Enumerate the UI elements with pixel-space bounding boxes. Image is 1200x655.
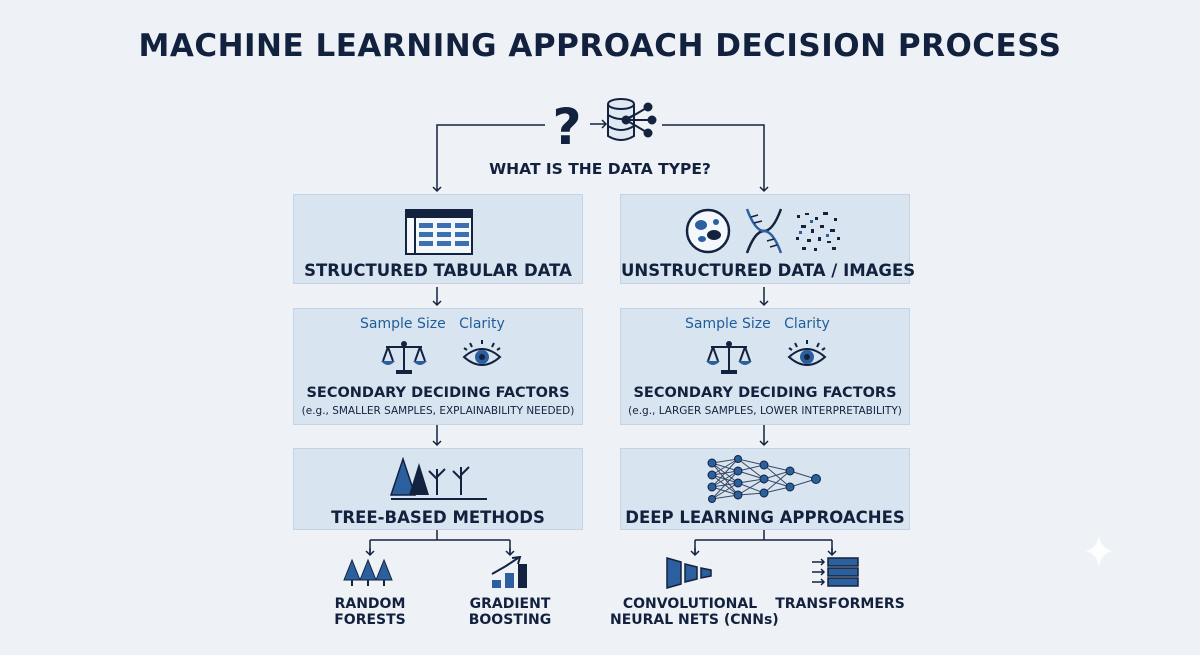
bar-growth-icon	[491, 556, 527, 588]
left-factors-note: (e.g., SMALLER SAMPLES, EXPLAINABILITY N…	[301, 405, 575, 417]
right-factors-title: SECONDARY DECIDING FACTORS	[633, 385, 897, 401]
left-sample-size-label: Sample Size	[360, 316, 446, 332]
unstructured-data-box: UNSTRUCTURED DATA / IMAGES	[620, 194, 916, 284]
cell-icon	[685, 208, 731, 254]
cnn-line2: NEURAL NETS (CNNs)	[610, 612, 779, 628]
cnn-label: CONVOLUTIONAL NEURAL NETS (CNNs)	[610, 596, 779, 628]
random-forests-line1: RANDOM	[334, 596, 406, 612]
right-factors-note: (e.g., LARGER SAMPLES, LOWER INTERPRETAB…	[628, 405, 902, 417]
right-sample-size-label: Sample Size	[685, 316, 771, 332]
root-question-label: WHAT IS THE DATA TYPE?	[489, 160, 711, 178]
left-factors-box: Sample Size Clarity SECONDARY DECIDING F…	[293, 308, 583, 425]
connector-root-right	[662, 124, 769, 193]
connector-left-split	[369, 530, 511, 554]
deep-learning-box: DEEP LEARNING APPROACHES	[620, 448, 910, 530]
page-title: MACHINE LEARNING APPROACH DECISION PROCE…	[138, 28, 1062, 64]
tree-methods-label: TREE-BASED METHODS	[331, 508, 545, 527]
forest-icon	[343, 558, 393, 586]
gradient-boosting-line2: BOOSTING	[468, 612, 552, 628]
noise-icon	[796, 212, 840, 251]
left-clarity-label: Clarity	[459, 316, 505, 332]
structured-data-box: STRUCTURED TABULAR DATA	[293, 194, 583, 284]
structured-data-label: STRUCTURED TABULAR DATA	[304, 261, 572, 280]
eye-icon	[462, 340, 502, 366]
trees-icon	[389, 457, 487, 500]
deep-learning-label: DEEP LEARNING APPROACHES	[625, 508, 905, 527]
svg-text:?: ?	[552, 98, 581, 151]
gradient-boosting-label: GRADIENT BOOSTING	[450, 596, 570, 628]
connector-root-left	[432, 124, 545, 193]
right-clarity-label: Clarity	[784, 316, 830, 332]
spreadsheet-icon	[405, 209, 473, 255]
right-factors-box: Sample Size Clarity SECONDARY DECIDING F…	[620, 308, 910, 425]
database-share-icon	[607, 98, 657, 141]
dna-icon	[745, 208, 783, 254]
transformers-line1: TRANSFORMERS	[775, 596, 905, 612]
random-forests-label: RANDOM FORESTS	[310, 596, 430, 628]
connector-right-split	[694, 530, 833, 554]
scale-icon	[381, 341, 427, 374]
scale-icon	[706, 341, 752, 374]
unstructured-data-label: UNSTRUCTURED DATA / IMAGES	[621, 261, 916, 280]
neural-network-icon	[707, 455, 821, 503]
gradient-boosting-line1: GRADIENT	[469, 596, 551, 612]
transformers-label: TRANSFORMERS	[775, 596, 905, 612]
random-forests-line2: FORESTS	[334, 612, 406, 628]
cnn-icon	[666, 557, 712, 589]
left-factors-title: SECONDARY DECIDING FACTORS	[306, 385, 570, 401]
question-mark-icon: ?	[552, 98, 581, 151]
tree-methods-box: TREE-BASED METHODS	[293, 448, 583, 530]
transformer-icon	[812, 557, 859, 587]
cnn-line1: CONVOLUTIONAL	[622, 596, 758, 612]
eye-icon	[787, 340, 827, 366]
sparkle-icon	[1085, 535, 1113, 567]
